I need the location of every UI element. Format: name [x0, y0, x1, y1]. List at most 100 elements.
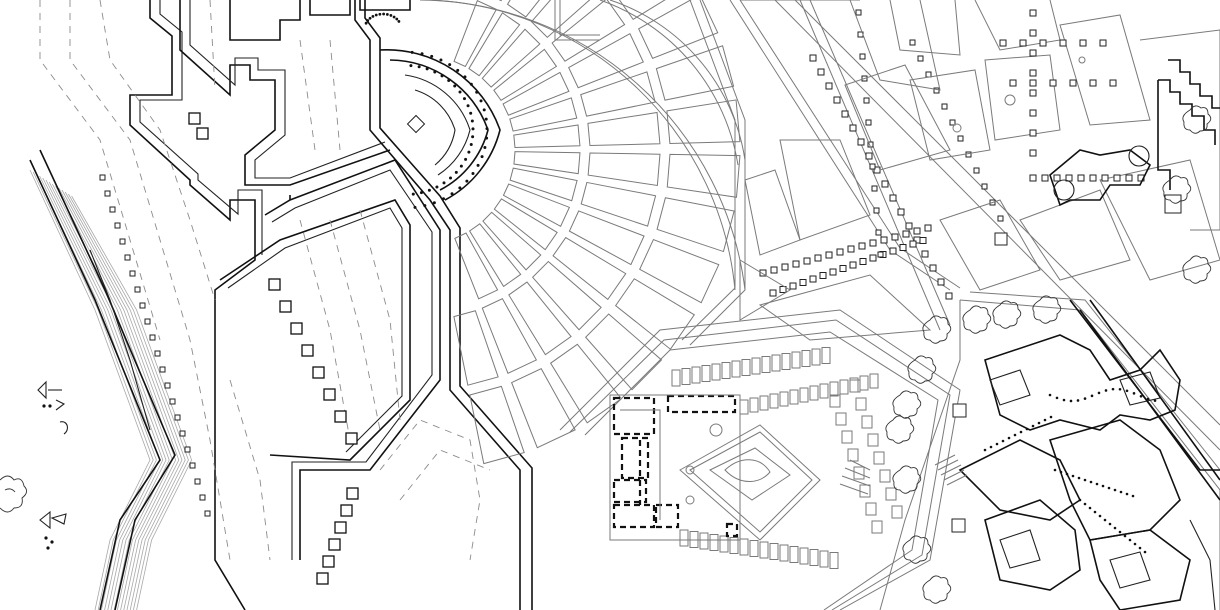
column [1093, 510, 1097, 514]
pier [873, 207, 880, 214]
palace-colonnades [983, 387, 1157, 554]
column [413, 205, 417, 209]
column [368, 16, 372, 20]
pier [909, 240, 917, 248]
column [1048, 393, 1052, 397]
tree-icon [1162, 175, 1192, 204]
column [1118, 530, 1122, 534]
stepped-embankment [29, 169, 211, 610]
sector-block [655, 45, 735, 101]
octagonal-court [559, 309, 961, 610]
sector-block [502, 71, 570, 116]
pier [981, 183, 988, 190]
pier [809, 54, 817, 62]
buttress [114, 222, 121, 229]
hemicycle-forum [359, 0, 746, 465]
court-cell [865, 502, 877, 516]
pier [897, 208, 905, 216]
pier [865, 152, 873, 160]
court-cell [791, 351, 801, 369]
sector-block [614, 278, 696, 350]
pier [1029, 89, 1037, 97]
column [1153, 399, 1157, 402]
sector-block [506, 0, 540, 18]
column [1119, 490, 1123, 494]
pier [1109, 79, 1117, 87]
court-cell [853, 466, 865, 480]
column [458, 90, 462, 94]
column [1059, 470, 1063, 474]
pier [829, 268, 837, 276]
pier [1113, 174, 1121, 182]
column [1055, 396, 1059, 400]
buttress [124, 254, 131, 261]
court-cell [779, 391, 789, 407]
column [1118, 387, 1122, 391]
sector-block [469, 385, 525, 465]
sector-block [568, 32, 644, 89]
column [1090, 394, 1094, 398]
pier [945, 292, 953, 300]
pier [859, 53, 866, 60]
pier [871, 185, 878, 192]
buttress [164, 382, 171, 389]
pier [855, 9, 862, 16]
court-cell [771, 354, 781, 372]
column [1001, 439, 1005, 443]
court-cell [809, 385, 819, 401]
column [423, 204, 427, 208]
column [432, 201, 436, 205]
avenue-piers [759, 9, 1004, 300]
court-cell [759, 395, 769, 411]
pier [869, 239, 877, 247]
column [471, 127, 475, 131]
pier [1079, 39, 1087, 47]
column [480, 155, 484, 159]
column [440, 74, 444, 78]
sector-block [549, 343, 623, 424]
pier [290, 322, 303, 335]
sector-block [531, 260, 602, 331]
north-blocks [554, 0, 1220, 451]
column [1019, 430, 1023, 434]
buttress [144, 318, 151, 325]
column [385, 13, 389, 16]
column [1125, 492, 1129, 496]
tree-icon [992, 300, 1022, 329]
pier-column-a [268, 278, 358, 445]
court-cell [739, 538, 749, 556]
pier [1029, 29, 1037, 37]
column [989, 445, 993, 449]
pier [902, 230, 910, 238]
court-cell [749, 397, 759, 413]
court-cell [769, 543, 779, 560]
pier [833, 96, 841, 104]
pier [817, 68, 825, 76]
pier [1029, 9, 1037, 17]
court-cells [671, 347, 903, 569]
pier [905, 222, 913, 230]
pier [924, 224, 932, 232]
column [1128, 538, 1132, 542]
column [463, 75, 467, 79]
column [392, 15, 396, 19]
pier [865, 119, 872, 126]
court-cell [719, 535, 729, 553]
pier [1029, 129, 1037, 137]
pier [1101, 174, 1109, 182]
palace-complex [958, 334, 1191, 610]
sector-block [498, 0, 503, 2]
pier [1125, 174, 1133, 182]
pier [819, 272, 827, 279]
pier [857, 138, 865, 146]
embankment-step [58, 187, 180, 610]
column [1133, 542, 1137, 546]
pier [1029, 174, 1037, 182]
buttress [204, 510, 211, 517]
court-cell [711, 363, 721, 381]
pier [825, 82, 833, 90]
court-cell [867, 433, 879, 447]
pier [1099, 39, 1107, 47]
buttress [104, 190, 111, 197]
